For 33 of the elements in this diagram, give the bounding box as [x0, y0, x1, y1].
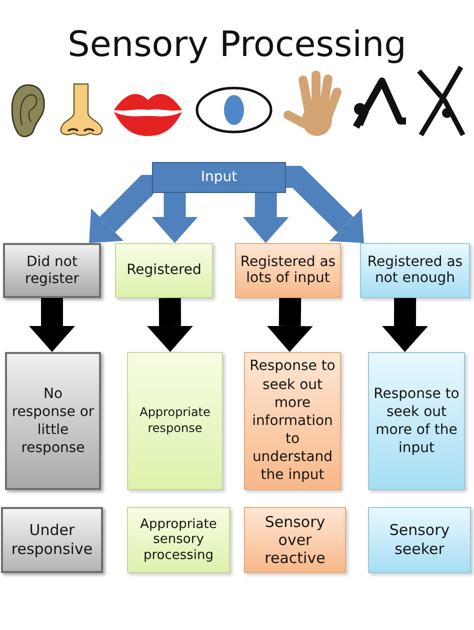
box-text: Did not register [24, 254, 80, 288]
process-box [360, 243, 470, 298]
box-text: Input [200, 168, 238, 187]
box-text: Sensory seeker [388, 521, 451, 559]
box-text: Registered [126, 262, 202, 279]
box-text: Registered as lots of input [239, 254, 337, 286]
response-box [368, 352, 465, 490]
block-arrow [29, 298, 76, 352]
outcome-box [368, 507, 471, 573]
box-text: Appropriate sensory processing [139, 516, 218, 564]
outcome-box [244, 507, 346, 573]
input-box [152, 162, 286, 193]
title-heading: Sensory Processing [66, 24, 408, 66]
box-text: No response or little response [10, 384, 96, 458]
block-arrow [266, 298, 313, 352]
response-box [127, 352, 223, 490]
block-arrow [382, 298, 428, 352]
process-box [115, 243, 213, 298]
block-arrow [242, 192, 289, 243]
process-box [235, 243, 341, 298]
process-box [3, 243, 101, 298]
box-text: Response to seek out more of the input [372, 384, 460, 458]
block-arrow [286, 166, 364, 243]
outcome-box [127, 507, 230, 573]
box-text: Response to seek out more information to understand the input [248, 357, 336, 485]
box-text: Registered as not enough [366, 254, 464, 286]
box-text: Under responsive [10, 521, 94, 559]
block-arrow [147, 298, 194, 352]
block-arrow [152, 193, 198, 243]
box-text: Appropriate response [138, 405, 212, 437]
outcome-box [1, 507, 103, 573]
box-text: Sensory over reactive [264, 513, 326, 567]
response-box [5, 352, 101, 490]
